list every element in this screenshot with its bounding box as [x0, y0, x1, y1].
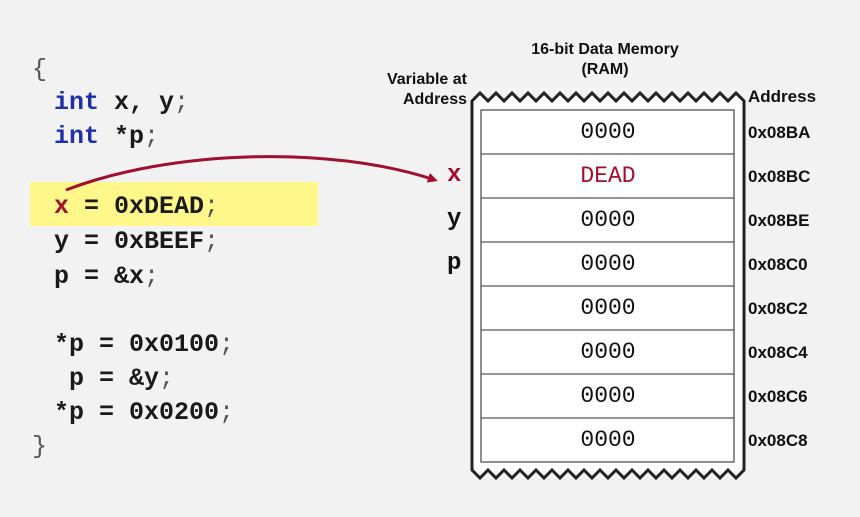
code-semicolon: ; — [144, 122, 160, 151]
code-keyword: int — [54, 88, 100, 117]
code-line-assign-p: p = &x; — [54, 262, 159, 292]
memory-address-label: 0x08C8 — [748, 431, 808, 450]
variable-header: Variable at Address — [355, 70, 467, 110]
code-var-x: x — [54, 192, 70, 221]
code-semicolon: ; — [204, 227, 220, 256]
code-text: *p — [99, 122, 145, 151]
code-open-brace: { — [32, 55, 48, 84]
code-line-deref-2: *p = 0x0200; — [54, 398, 234, 428]
memory-address-label: 0x08C2 — [748, 299, 808, 318]
memory-cell-value: DEAD — [580, 163, 636, 189]
memory-variable-label: y — [447, 206, 462, 233]
code-text: *p = 0x0200 — [54, 398, 220, 427]
code-semicolon: ; — [219, 330, 235, 359]
memory-title: 16-bit Data Memory (RAM) — [495, 40, 715, 80]
memory-cell-value: 0000 — [580, 427, 636, 453]
variable-header-line2: Address — [402, 91, 467, 108]
code-line-deref-1: *p = 0x0100; — [54, 330, 234, 360]
code-text: y = 0xBEEF — [54, 227, 205, 256]
code-line-declare-xy: int x, y; — [54, 88, 189, 118]
memory-cell-value: 0000 — [580, 295, 636, 321]
address-header: Address — [748, 87, 817, 106]
code-text: p = &y — [69, 364, 160, 393]
code-semicolon: ; — [174, 88, 190, 117]
memory-cell-value: 0000 — [580, 119, 636, 145]
memory-cell-value: 0000 — [580, 383, 636, 409]
memory-cell-value: 0000 — [580, 339, 636, 365]
variable-header-line1: Variable at — [386, 71, 467, 88]
memory-address-label: 0x08C6 — [748, 387, 808, 406]
memory-address-label: 0x08C4 — [748, 343, 808, 362]
code-highlight-band — [30, 182, 318, 226]
memory-address-label: 0x08BE — [748, 211, 810, 230]
memory-title-line1: 16-bit Data Memory — [531, 41, 679, 58]
code-semicolon: ; — [204, 192, 220, 221]
code-close-brace: } — [32, 432, 48, 461]
code-text: x, y — [99, 88, 175, 117]
code-text: = 0xDEAD — [69, 192, 205, 221]
code-line-declare-p: int *p; — [54, 122, 159, 152]
code-semicolon: ; — [144, 262, 160, 291]
memory-address-label: 0x08C0 — [748, 255, 808, 274]
memory-address-label: 0x08BA — [748, 123, 811, 142]
code-text: p = &x — [54, 262, 145, 291]
code-keyword: int — [54, 122, 100, 151]
memory-variable-label: p — [447, 250, 462, 277]
pointer-arrow — [65, 155, 438, 192]
code-semicolon: ; — [159, 364, 175, 393]
code-semicolon: ; — [219, 398, 235, 427]
code-text: *p = 0x0100 — [54, 330, 220, 359]
memory-cell-value: 0000 — [580, 207, 636, 233]
memory-address-label: 0x08BC — [748, 167, 811, 186]
code-line-assign-x: x = 0xDEAD; — [54, 192, 219, 222]
memory-title-line2: (RAM) — [581, 61, 629, 78]
memory-variable-label: x — [447, 162, 462, 189]
code-line-assign-p-y: p = &y; — [69, 364, 174, 394]
memory-dividers — [481, 153, 734, 419]
memory-cell-value: 0000 — [580, 251, 636, 277]
code-line-assign-y: y = 0xBEEF; — [54, 227, 219, 257]
